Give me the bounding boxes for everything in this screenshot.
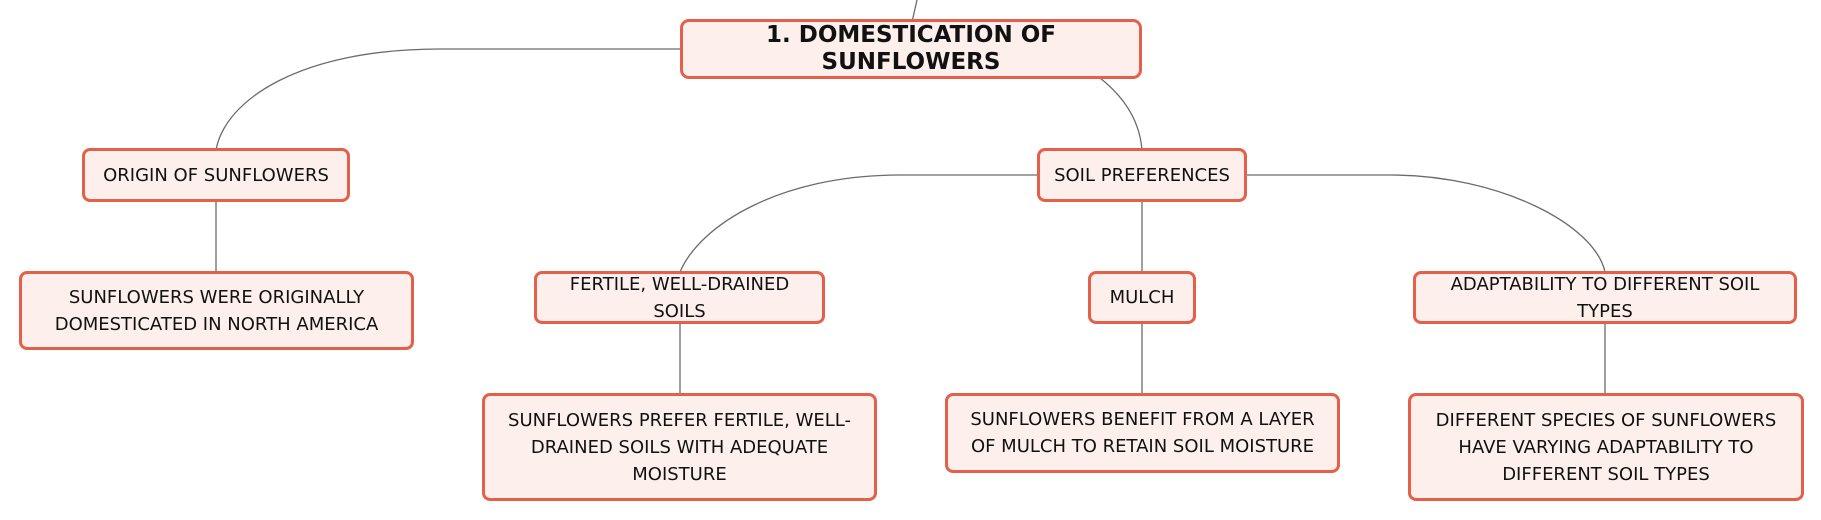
connector-root-soil bbox=[1099, 77, 1143, 151]
node-mulch-detail-text: SUNFLOWERS BENEFIT FROM A LAYER OF MULCH… bbox=[970, 409, 1315, 457]
node-fertile-detail-text: SUNFLOWERS PREFER FERTILE, WELL-DRAINED … bbox=[508, 409, 851, 485]
node-adaptability-detail-text: DIFFERENT SPECIES OF SUNFLOWERS HAVE VAR… bbox=[1435, 409, 1777, 485]
node-origin-detail-text: SUNFLOWERS WERE ORIGINALLY DOMESTICATED … bbox=[54, 286, 379, 335]
node-fertile-well-drained-soils[interactable]: FERTILE, WELL-DRAINED SOILS bbox=[534, 271, 825, 324]
node-origin-of-sunflowers[interactable]: ORIGIN OF SUNFLOWERS bbox=[82, 148, 350, 202]
node-soil-label: SOIL PREFERENCES bbox=[1054, 164, 1230, 186]
connector-soil-fertile bbox=[679, 174, 1040, 273]
connector-root-origin bbox=[215, 48, 683, 151]
node-soil-preferences[interactable]: SOIL PREFERENCES bbox=[1037, 148, 1247, 202]
node-fertile-label: FERTILE, WELL-DRAINED SOILS bbox=[569, 273, 790, 322]
node-mulch-label: MULCH bbox=[1109, 287, 1175, 308]
node-mulch[interactable]: MULCH bbox=[1088, 271, 1196, 324]
node-adaptability-to-different-soil-types[interactable]: ADAPTABILITY TO DIFFERENT SOIL TYPES bbox=[1413, 271, 1797, 324]
node-fertile-detail[interactable]: SUNFLOWERS PREFER FERTILE, WELL-DRAINED … bbox=[482, 393, 877, 501]
connector-soil-adaptability bbox=[1246, 174, 1606, 273]
node-origin-label: ORIGIN OF SUNFLOWERS bbox=[103, 164, 329, 186]
node-mulch-detail[interactable]: SUNFLOWERS BENEFIT FROM A LAYER OF MULCH… bbox=[945, 393, 1340, 473]
node-adaptability-label: ADAPTABILITY TO DIFFERENT SOIL TYPES bbox=[1450, 273, 1760, 322]
root-node-domestication-of-sunflowers[interactable]: 1. DOMESTICATION OF SUNFLOWERS bbox=[680, 19, 1142, 79]
root-node-label: 1. DOMESTICATION OF SUNFLOWERS bbox=[765, 22, 1056, 75]
connector-root-parent bbox=[911, 0, 918, 23]
node-origin-detail[interactable]: SUNFLOWERS WERE ORIGINALLY DOMESTICATED … bbox=[19, 271, 414, 350]
node-adaptability-detail[interactable]: DIFFERENT SPECIES OF SUNFLOWERS HAVE VAR… bbox=[1408, 393, 1804, 501]
